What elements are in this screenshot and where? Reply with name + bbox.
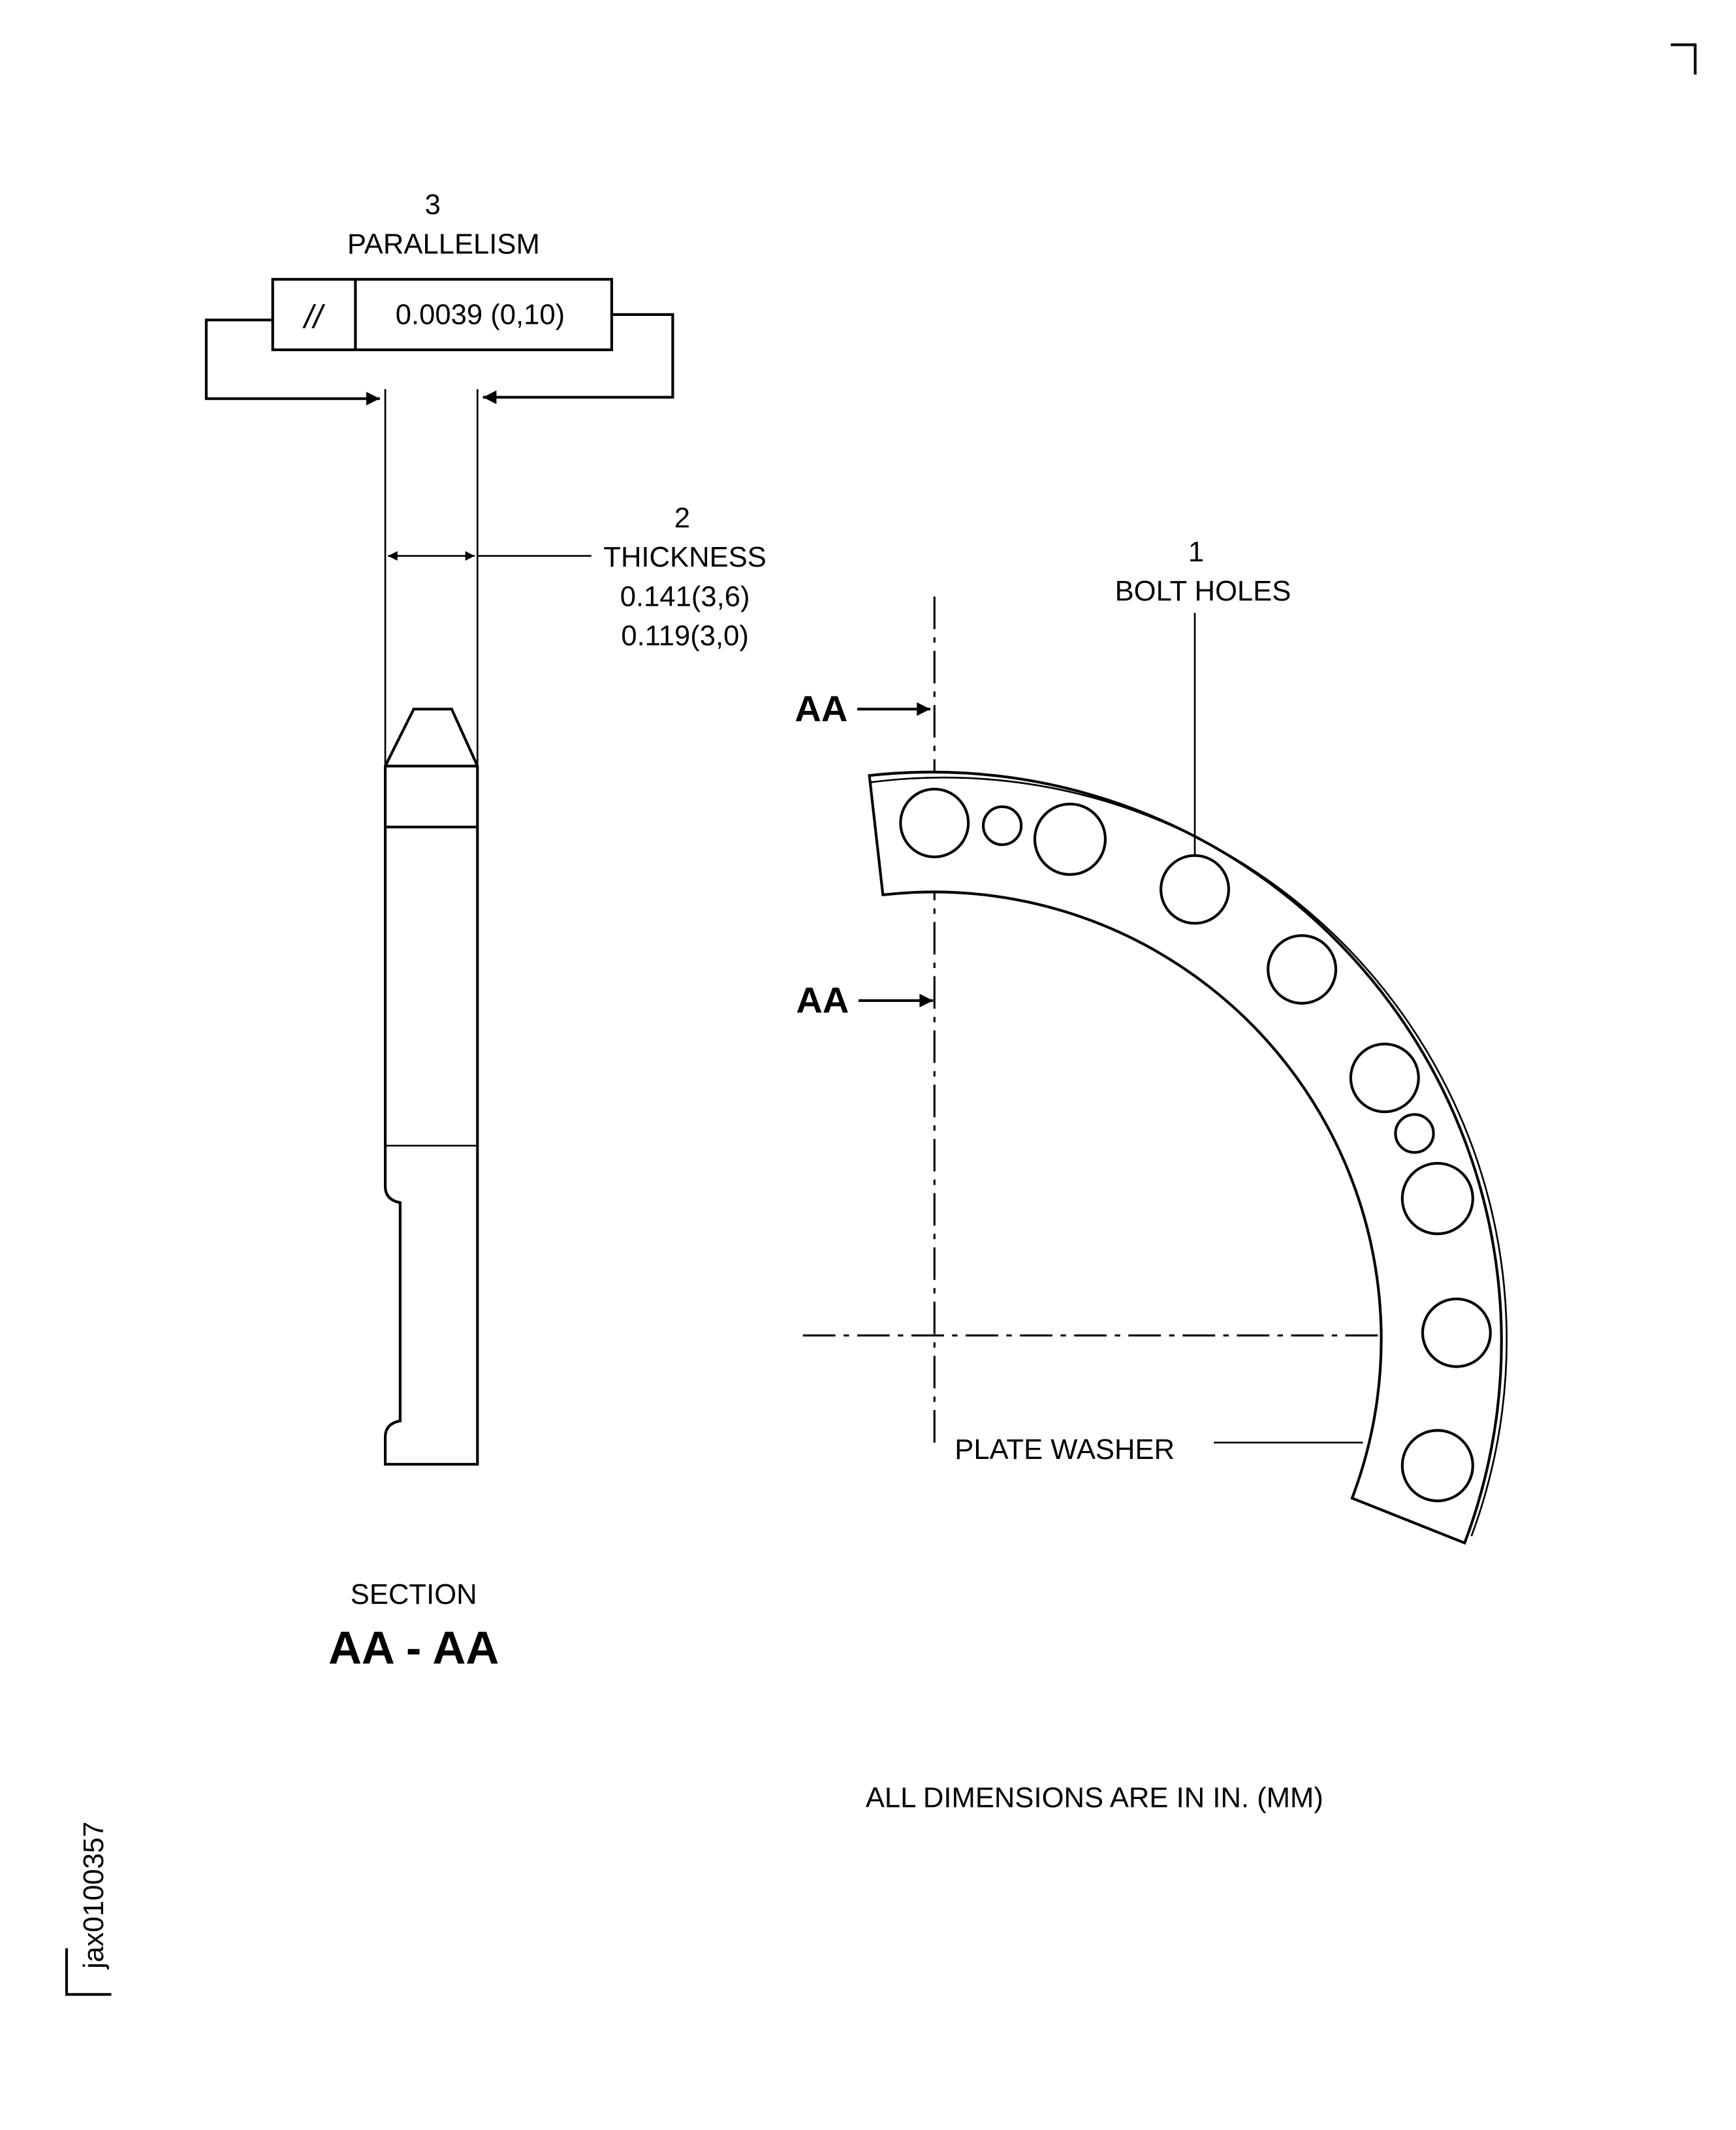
bolt-hole-small (1394, 1113, 1435, 1154)
bolt-hole (1267, 934, 1338, 1005)
section-profile: SECTION AA - AA (328, 708, 499, 1674)
parallelism-tolerance: 0.0039 (0,10) (396, 299, 565, 330)
corner-mark-bottom-left (65, 1948, 112, 1996)
parallelism-label: PARALLELISM (347, 228, 540, 260)
thickness-max: 0.141(3,6) (620, 581, 750, 612)
plate-washer-outline (868, 770, 1503, 1545)
section-label: SECTION (351, 1579, 477, 1610)
thickness-label: THICKNESS (603, 542, 766, 573)
units-note: ALL DIMENSIONS ARE IN IN. (MM) (866, 1783, 1323, 1814)
section-name: AA - AA (328, 1622, 499, 1674)
bolt-hole (1400, 1162, 1474, 1236)
parallelism-callout: 3 PARALLELISM // 0.0039 (0,10) (204, 189, 674, 406)
thickness-number: 2 (674, 503, 690, 534)
plate-washer-label: PLATE WASHER (955, 1434, 1175, 1465)
bolt-holes-number: 1 (1188, 537, 1204, 568)
bolt-hole (899, 787, 970, 858)
section-mark-lower: AA (796, 980, 849, 1021)
bolt-hole (1400, 1429, 1474, 1503)
parallelism-symbol: // (302, 299, 326, 336)
bolt-holes-label: BOLT HOLES (1115, 576, 1291, 607)
drawing-id: jax0100357 (78, 1821, 110, 1970)
section-mark-upper: AA (795, 688, 847, 729)
bolt-hole (1421, 1297, 1492, 1368)
plate-washer-view: AA AA 1 BOLT HOLES PLATE WASHER (795, 537, 1508, 1545)
thickness-min: 0.119(3,0) (621, 621, 749, 652)
bolt-hole (1349, 1042, 1420, 1114)
corner-mark-top-right (1671, 43, 1697, 75)
bolt-hole (1033, 802, 1107, 876)
bolt-hole-small (981, 805, 1023, 847)
parallelism-number: 3 (425, 189, 441, 221)
thickness-callout: 2 THICKNESS 0.141(3,6) 0.119(3,0) (384, 389, 766, 766)
